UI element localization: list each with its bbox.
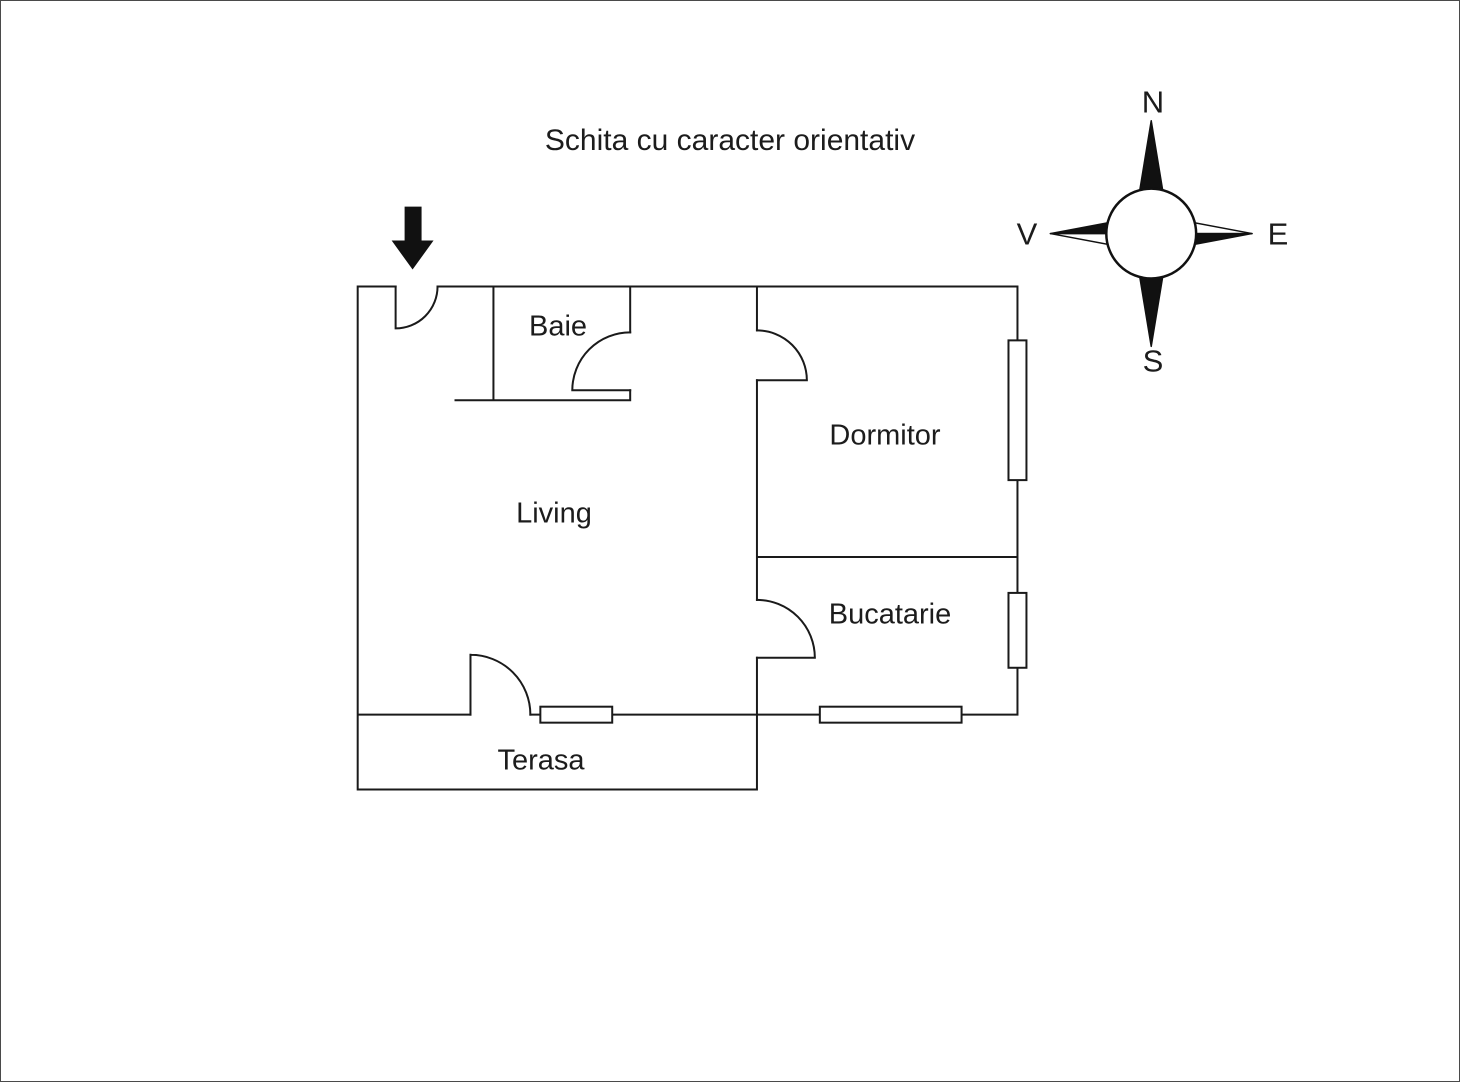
room-label-terasa: Terasa [497, 744, 585, 777]
room-label-living: Living [516, 497, 592, 530]
compass-center-circle [1105, 187, 1198, 280]
bathroom-door [571, 331, 632, 392]
window-bucatarie [1007, 591, 1028, 669]
room-label-baie: Baie [528, 310, 588, 343]
entrance-arrow-icon [391, 206, 434, 270]
compass-rose-icon [1049, 120, 1253, 348]
room-label-dormitor: Dormitor [829, 419, 941, 452]
compass-label-east: E [1267, 216, 1289, 252]
compass-label-west: V [1016, 216, 1038, 252]
window-living [539, 705, 614, 724]
window-dormitor [1007, 339, 1028, 482]
bucatarie-door [755, 598, 816, 659]
compass-label-north: N [1141, 84, 1165, 120]
dormitor-door [755, 329, 808, 382]
window-bucatarie-south [818, 705, 963, 724]
apartment-walls [356, 285, 1019, 791]
terasa-door [469, 653, 532, 716]
compass-label-south: S [1142, 343, 1164, 379]
page-title: Schita cu caracter orientativ [544, 124, 916, 157]
room-label-bucatarie: Bucatarie [828, 598, 952, 631]
entrance-door [394, 285, 439, 330]
